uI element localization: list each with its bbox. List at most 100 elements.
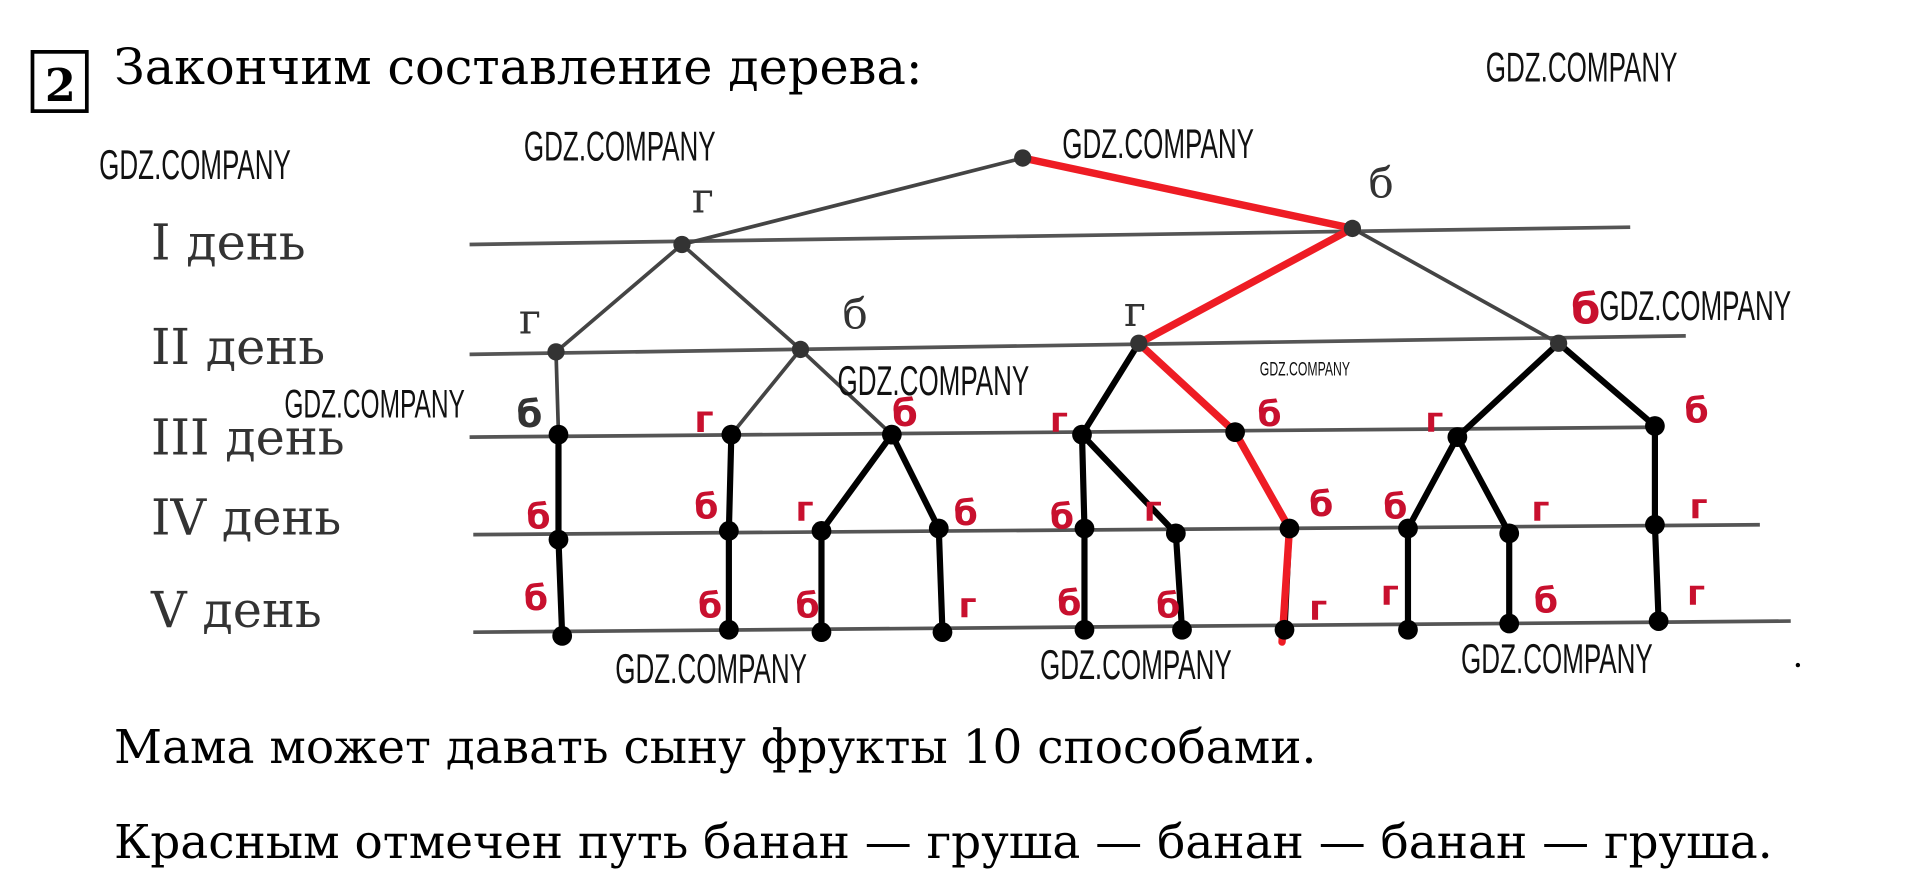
edge-l5 [1651,521,1662,625]
node-label-level3: б [517,393,543,436]
watermark-text: GDZ.COMPANY [1599,283,1791,330]
node-label-level1: г [692,173,714,222]
node-label-level3: б [892,392,918,435]
tree-node [1074,619,1095,640]
edge-l3 [798,347,894,437]
day-label-5: V день [150,581,322,639]
watermark-text: GDZ.COMPANY [1040,642,1232,689]
edge-l4 [1454,434,1513,537]
tree-node [1130,334,1148,352]
tree-node [552,626,573,646]
edge-l4 [1078,431,1088,532]
tree-node [1074,518,1095,539]
day-line-4 [473,522,1760,537]
watermark-text: GDZ.COMPANY [1486,44,1678,91]
edge-l2 [680,242,803,352]
node-label-level5: б [1534,581,1558,621]
node-label-level4: б [954,494,978,534]
tree-node [791,340,810,359]
task-number: 2 [45,60,76,112]
answer-line-2: Красным отмечен путь банан — груша — бан… [114,815,1773,870]
watermark-text: GDZ.COMPANY [838,358,1030,405]
node-label-level3: б [1257,395,1281,435]
node-label-level4: г [796,490,814,530]
trailing-dot: . [1793,635,1802,676]
edge-l4 [888,431,942,532]
day-line-2 [469,333,1686,357]
node-label-level2: г [519,294,541,343]
watermark-text: GDZ.COMPANY [615,646,807,693]
tree-node [811,521,832,541]
node-label-level4: г [1531,490,1549,530]
edge-l3 [729,347,803,437]
node-label-level5: г [1381,574,1399,614]
tree-node [1645,416,1665,436]
task-title: Закончим составление дерева: [114,38,923,96]
day-label-1: I день [151,213,306,271]
tree-node [718,619,739,640]
tree-node [1279,518,1300,539]
tree-node [1343,219,1362,238]
highlighted-path-segment [1231,428,1294,533]
node-label-level3: г [1050,401,1068,441]
tree-node [932,622,953,643]
tree-node [1398,518,1418,539]
node-label-level5: б [796,586,820,626]
edge-l4 [1078,431,1179,537]
node-label-level5: б [524,579,548,619]
tree-node [1172,619,1192,640]
edge-l2 [1350,226,1561,346]
day-label-4: IV день [151,489,341,547]
tree-node [1014,149,1032,167]
node-label-level5: б [1156,586,1180,626]
highlighted-path-segment [1135,339,1239,436]
tree-node [548,424,569,445]
watermark-text: GDZ.COMPANY [524,123,716,170]
answer-line-1: Мама может давать сыну фрукты 10 способа… [114,720,1316,775]
tree-node [718,521,739,541]
node-label-level3: г [1425,401,1443,441]
tree-node [1072,424,1092,445]
edge-l4 [818,431,895,535]
tree-node [1549,334,1568,352]
tree-node [811,622,832,643]
tree-node [1499,523,1520,544]
tree-node [1648,611,1669,631]
tree-node [1225,422,1245,443]
node-label-level5: г [959,586,977,626]
node-label-level3: б [1685,391,1709,431]
watermark-text: GDZ.COMPANY [1062,121,1254,168]
node-label-level4: б [526,497,550,537]
highlighted-path-segment [1135,224,1357,347]
tree-node [1165,523,1186,544]
edge-l5 [555,536,566,639]
highlighted-path-segment [1019,154,1357,233]
tree-node [721,424,742,445]
tree-node [1398,619,1418,640]
tree-node [1447,427,1468,447]
node-label-level5: б [1057,584,1081,624]
node-label-level4: б [1050,497,1074,537]
node-label-level5: г [1687,574,1705,614]
edge-l3 [1454,340,1562,441]
edge-l3 [1078,340,1142,438]
node-label-level4: г [1144,490,1162,530]
day-label-2: II день [151,318,325,376]
edge-l2 [554,242,684,354]
watermarks: GDZ.COMPANY GDZ.COMPANY GDZ.COMPANY GDZ.COM… [99,44,1791,692]
node-label-level5: г [1309,589,1327,629]
tree-node [547,343,565,361]
tree-node [881,424,902,445]
watermark-text: GDZ.COMPANY [284,381,465,425]
node-label-level4: б [1309,485,1333,525]
tree-node [1274,619,1295,640]
day-label-3: III день [151,408,345,466]
day-line-1 [469,225,1631,247]
node-label-level2: б [1571,284,1600,333]
tree-node [673,235,691,254]
tree-node [1499,613,1520,634]
edge-l4 [725,431,735,535]
node-label-level5: б [698,586,722,626]
edge-l5 [935,525,946,636]
